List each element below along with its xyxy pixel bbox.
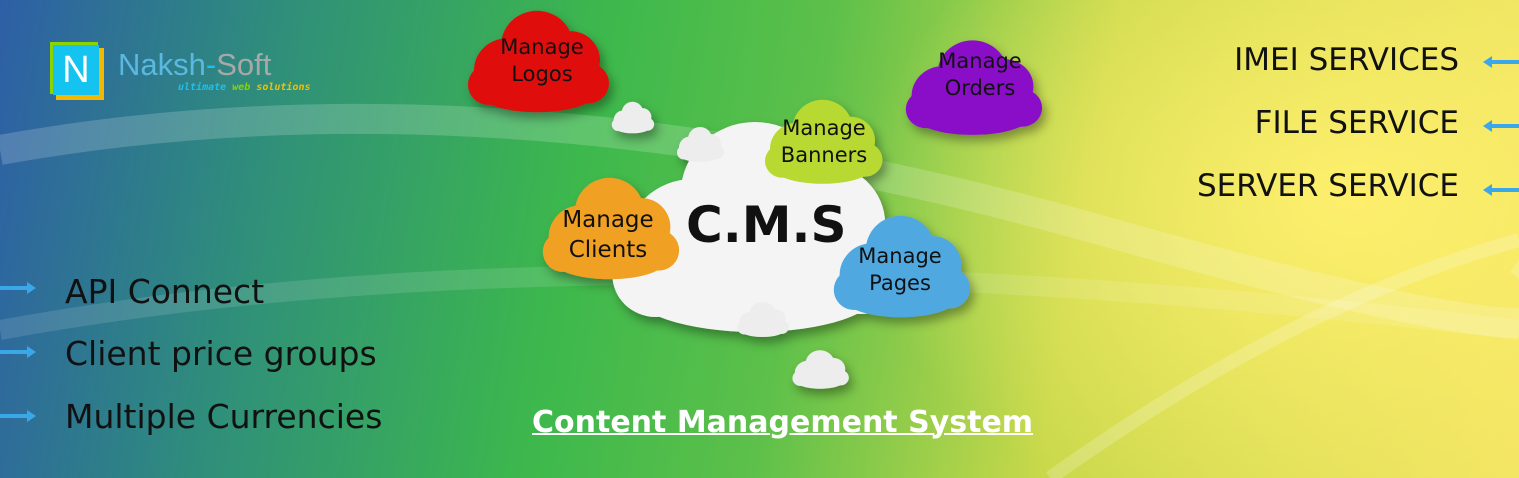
tagline-word: web (232, 82, 251, 93)
tagline-word: solutions (256, 82, 311, 93)
service-server: SERVER SERVICE (1197, 168, 1459, 204)
feature-multiple-currencies: Multiple Currencies (65, 397, 383, 436)
brand-part1: Naksh (118, 47, 206, 82)
service-file: FILE SERVICE (1254, 105, 1459, 141)
brand-name: Naksh-Soft (118, 47, 271, 83)
feature-client-price-groups: Client price groups (65, 334, 377, 373)
brand-tagline: ultimate web solutions (178, 82, 310, 93)
small-cloud (792, 350, 849, 389)
tagline-word: ultimate (178, 82, 227, 93)
service-imei: IMEI SERVICES (1234, 42, 1459, 78)
logo-mark: N (53, 45, 99, 95)
content-management-system-link[interactable]: Content Management System (532, 405, 1034, 440)
arrow-left-icon (1483, 120, 1519, 132)
small-cloud (611, 101, 655, 134)
brand-dash: - (205, 47, 217, 82)
arrow-right-icon (0, 410, 36, 422)
arrow-right-icon (0, 282, 36, 294)
cms-title: C.M.S (686, 196, 847, 254)
brand-part2: Soft (216, 47, 272, 82)
arrow-left-icon (1483, 56, 1519, 68)
arrow-right-icon (0, 346, 36, 358)
arrow-left-icon (1483, 184, 1519, 196)
feature-api-connect: API Connect (65, 272, 265, 311)
